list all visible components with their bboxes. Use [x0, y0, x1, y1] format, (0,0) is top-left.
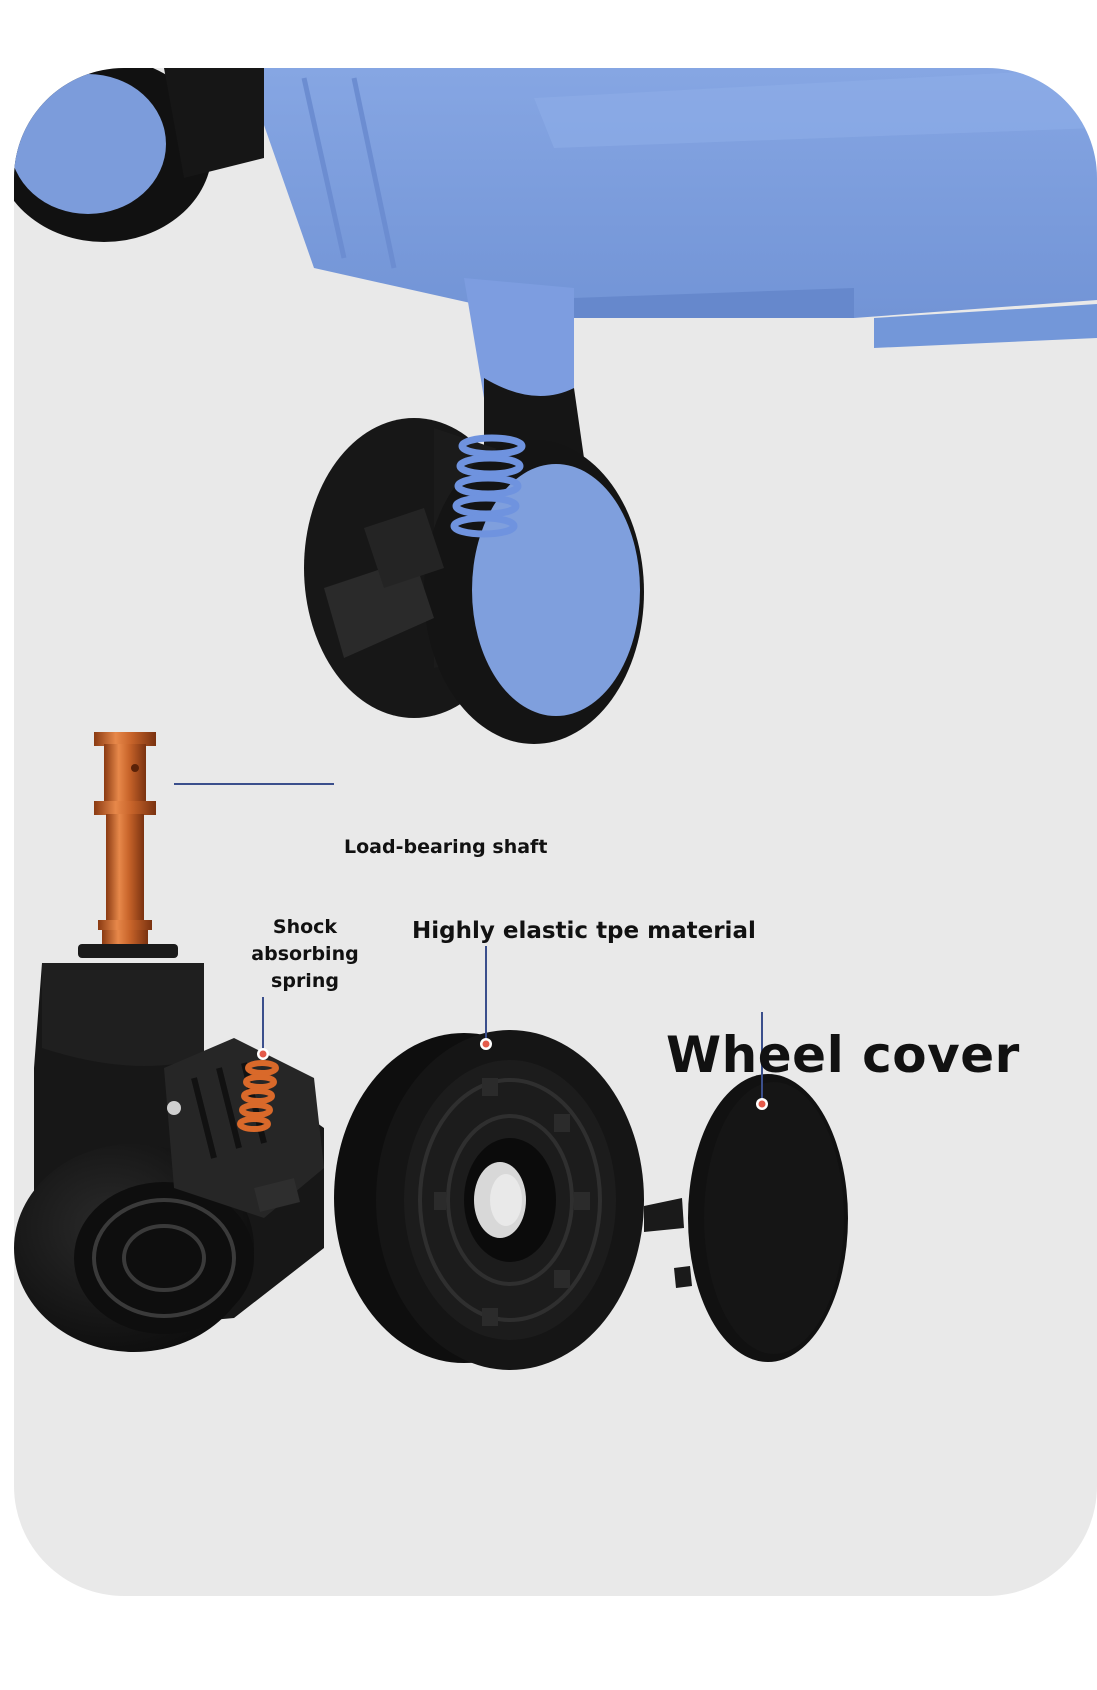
- label-wheel-cover: Wheel cover: [666, 1026, 1020, 1084]
- wheel-exploded-illustration: [14, 68, 1097, 1370]
- label-shock-absorbing-spring: Shock absorbing spring: [214, 912, 396, 997]
- label-tpe-material: Highly elastic tpe material: [406, 916, 762, 946]
- product-photo-card: [14, 68, 1097, 1596]
- luggage-body: [244, 68, 1097, 348]
- wheel-cover: [644, 1074, 848, 1362]
- caster-housing-exploded: [14, 944, 324, 1352]
- caster-wheel-assembled: [304, 418, 644, 744]
- tpe-wheel: [334, 1030, 644, 1370]
- rear-wheel: [14, 68, 264, 242]
- load-bearing-shaft: [94, 732, 156, 944]
- label-load-bearing-shaft: Load-bearing shaft: [338, 834, 554, 860]
